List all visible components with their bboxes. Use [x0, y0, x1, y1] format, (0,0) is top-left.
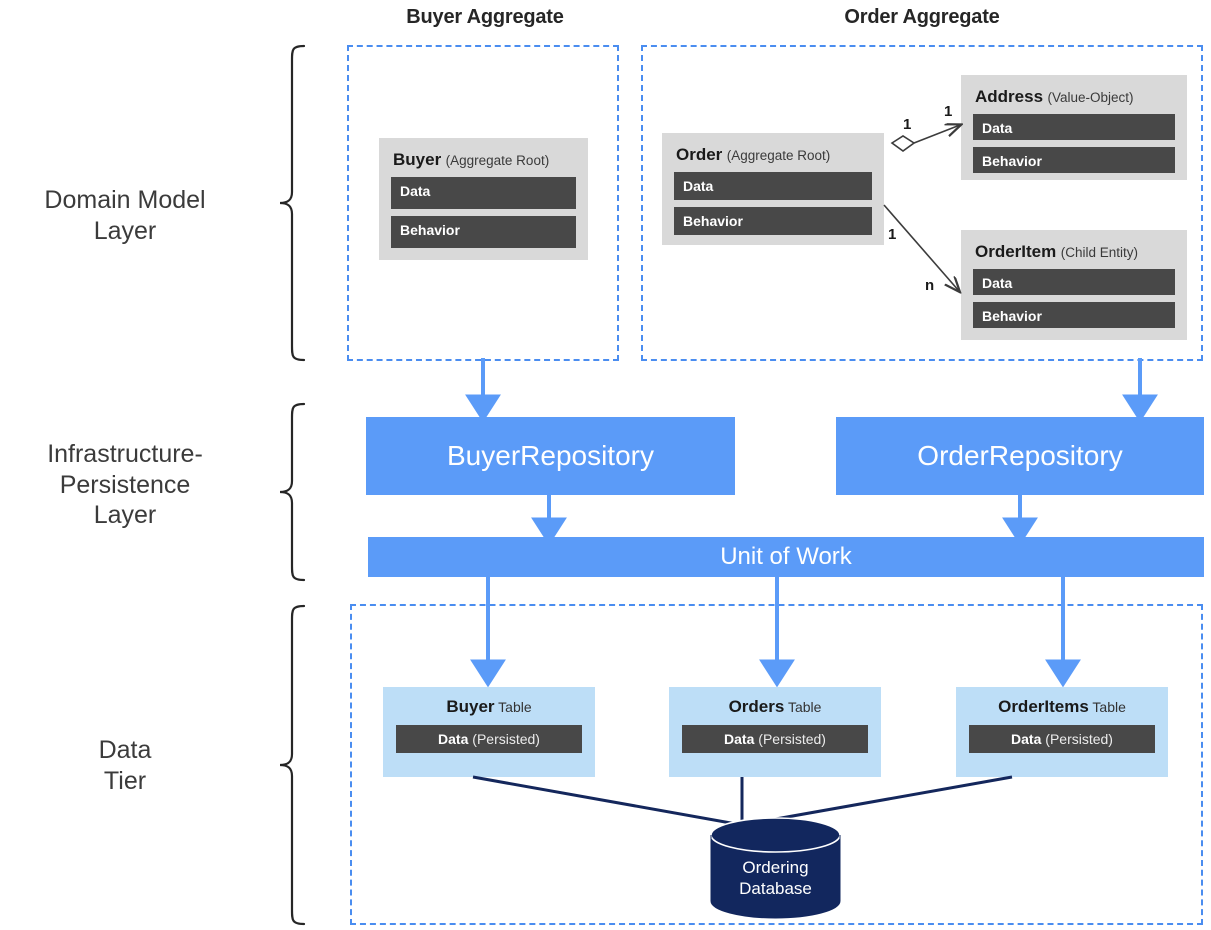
entity-orderitem-data-bar: Data: [973, 269, 1175, 295]
entity-orderitem-header: OrderItem (Child Entity): [975, 242, 1175, 262]
table-orderitems-data-bar: Data (Persisted): [969, 725, 1155, 753]
buyer-repository-block[interactable]: BuyerRepository: [366, 417, 735, 495]
entity-address-header: Address (Value-Object): [975, 87, 1175, 107]
layer-label-domain-model: Domain Model Layer: [0, 185, 250, 246]
entity-buyer-header: Buyer (Aggregate Root): [393, 150, 576, 170]
entity-orderitem-name: OrderItem: [975, 242, 1057, 261]
layer-label-infra-line3: Layer: [93, 501, 157, 529]
entity-buyer-name: Buyer: [393, 150, 442, 169]
table-card-buyer: Buyer Table Data (Persisted): [383, 687, 595, 777]
table-orders-header: Orders Table: [682, 697, 868, 717]
table-orderitems-name: OrderItems: [998, 697, 1089, 716]
aggregate-to-repository-arrows: [465, 358, 1158, 423]
table-buyer-data-bar: Data (Persisted): [396, 725, 582, 753]
entity-orderitem-behavior-bar: Behavior: [973, 302, 1175, 328]
multiplicity-order-orderitem-source: 1: [888, 226, 897, 243]
order-to-orderitem-line: [883, 204, 959, 291]
entity-address-name: Address: [975, 87, 1044, 106]
table-orders-name: Orders: [728, 697, 785, 716]
table-orders-suffix: Table: [784, 699, 822, 715]
buyer-table-to-database-line: [472, 775, 743, 827]
layer-label-infra-line1: Infrastructure-: [47, 440, 203, 468]
table-buyer-name: Buyer: [446, 697, 495, 716]
uml-relationship-connectors: [883, 95, 980, 315]
entity-address-data-bar: Data: [973, 114, 1175, 140]
layer-label-domain-model-line2: Layer: [93, 216, 157, 245]
table-orderitems-data-note: (Persisted): [1041, 731, 1113, 747]
layer-label-data-tier-line2: Tier: [103, 766, 147, 795]
layer-label-data-tier: Data Tier: [0, 735, 250, 796]
layer-label-domain-model-line1: Domain Model: [44, 186, 206, 214]
entity-address-behavior-bar: Behavior: [973, 147, 1175, 173]
entity-card-order: Order (Aggregate Root) Data Behavior: [662, 133, 884, 245]
ordering-database-cylinder: Ordering Database: [708, 817, 843, 919]
infrastructure-persistence-layer-brace: [279, 402, 306, 582]
table-orders-data-note: (Persisted): [754, 731, 826, 747]
entity-buyer-stereotype: (Aggregate Root): [445, 153, 550, 168]
repository-to-unitofwork-arrows: [531, 495, 1038, 546]
order-aggregate-title: Order Aggregate: [844, 6, 1000, 28]
domain-model-layer-brace: [279, 44, 306, 362]
aggregation-diamond: [890, 135, 916, 152]
table-buyer-suffix: Table: [494, 699, 532, 715]
entity-order-stereotype: (Aggregate Root): [726, 148, 831, 163]
layer-label-data-tier-line1: Data: [98, 736, 152, 764]
entity-buyer-behavior-bar: Behavior: [391, 216, 576, 248]
order-to-address-line: [913, 125, 960, 144]
multiplicity-order-orderitem-target: n: [925, 277, 935, 294]
tables-to-database-connectors: [472, 775, 1013, 827]
layer-label-infrastructure-persistence: Infrastructure- Persistence Layer: [0, 439, 250, 531]
table-orderitems-suffix: Table: [1088, 699, 1126, 715]
table-orders-data-label: Data: [724, 731, 755, 747]
orderitems-table-to-database-line: [741, 775, 1013, 827]
entity-card-orderitem: OrderItem (Child Entity) Data Behavior: [961, 230, 1187, 340]
unitofwork-to-tables-arrows: [470, 577, 1081, 688]
table-buyer-data-note: (Persisted): [468, 731, 540, 747]
entity-order-header: Order (Aggregate Root): [676, 145, 872, 165]
layer-label-infra-line2: Persistence: [59, 470, 191, 499]
order-repository-block[interactable]: OrderRepository: [836, 417, 1204, 495]
entity-order-data-bar: Data: [674, 172, 872, 200]
entity-card-address: Address (Value-Object) Data Behavior: [961, 75, 1187, 180]
entity-order-behavior-bar: Behavior: [674, 207, 872, 235]
entity-orderitem-stereotype: (Child Entity): [1060, 245, 1138, 260]
table-buyer-data-label: Data: [438, 731, 469, 747]
data-tier-brace: [279, 604, 306, 926]
multiplicity-order-address-source: 1: [903, 116, 912, 133]
database-cylinder-shape: [710, 817, 841, 919]
table-buyer-header: Buyer Table: [396, 697, 582, 717]
table-orderitems-header: OrderItems Table: [969, 697, 1155, 717]
unit-of-work-block[interactable]: Unit of Work: [368, 537, 1204, 577]
table-orderitems-data-label: Data: [1011, 731, 1042, 747]
entity-order-name: Order: [676, 145, 723, 164]
table-orders-data-bar: Data (Persisted): [682, 725, 868, 753]
entity-card-buyer: Buyer (Aggregate Root) Data Behavior: [379, 138, 588, 260]
order-aggregate-boundary: [641, 45, 1203, 361]
buyer-aggregate-title: Buyer Aggregate: [406, 6, 564, 28]
entity-buyer-data-bar: Data: [391, 177, 576, 209]
multiplicity-order-address-target: 1: [944, 103, 953, 120]
entity-address-stereotype: (Value-Object): [1047, 90, 1134, 105]
table-card-orders: Orders Table Data (Persisted): [669, 687, 881, 777]
table-card-orderitems: OrderItems Table Data (Persisted): [956, 687, 1168, 777]
